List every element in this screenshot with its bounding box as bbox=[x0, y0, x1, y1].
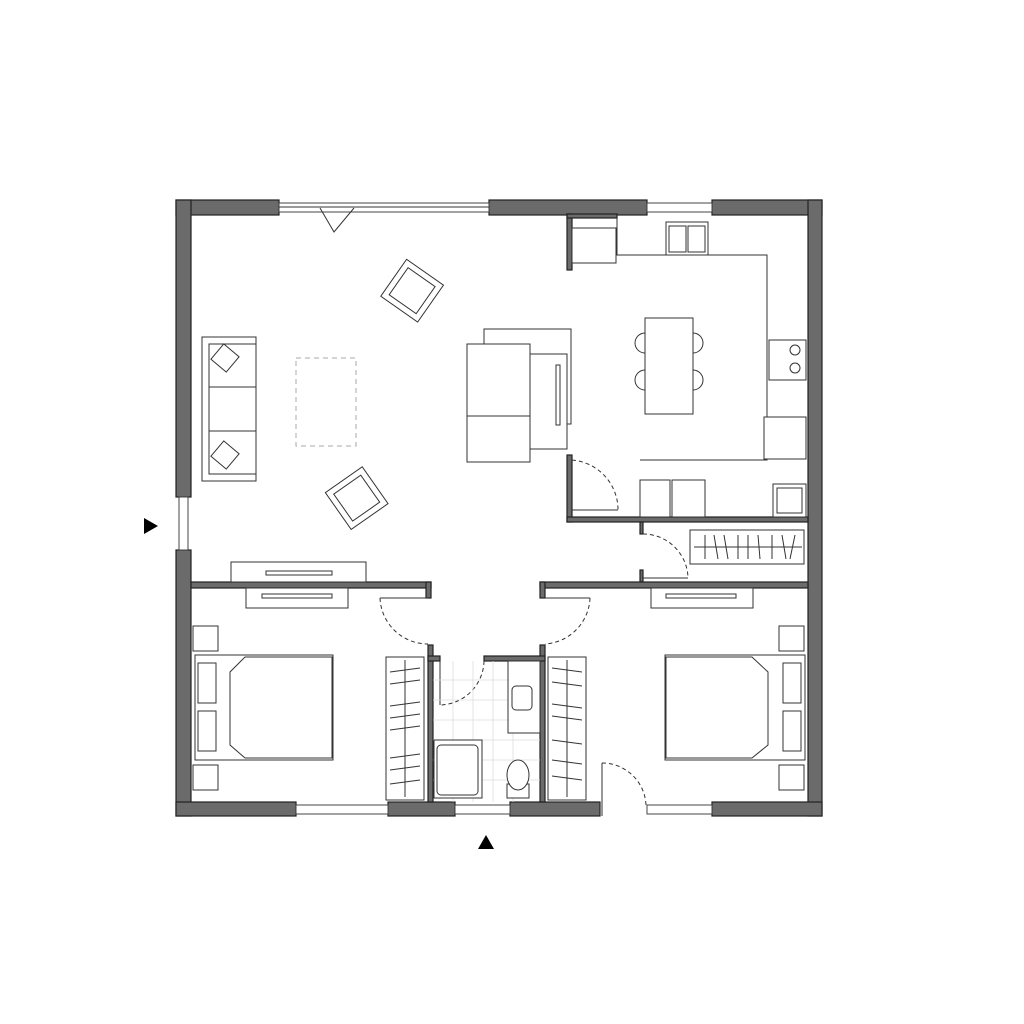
bathroom-sink bbox=[507, 660, 541, 734]
countertop bbox=[616, 218, 768, 461]
window-bottom-bath bbox=[454, 804, 511, 815]
fridge bbox=[763, 416, 807, 460]
arrow-up-icon bbox=[478, 835, 494, 849]
toilet bbox=[506, 759, 530, 799]
nightstand bbox=[778, 625, 805, 652]
bed bbox=[194, 654, 334, 761]
nightstand bbox=[192, 625, 219, 652]
bedroom-right-door-swing bbox=[544, 597, 591, 645]
rug bbox=[295, 357, 357, 447]
kitchen-door-swing bbox=[571, 459, 619, 511]
sofa bbox=[201, 336, 257, 482]
bed bbox=[664, 654, 806, 761]
window-top-kitchen bbox=[646, 202, 713, 213]
bedroom-left-furniture bbox=[192, 587, 425, 801]
armchair-top bbox=[380, 258, 445, 323]
kitchen-furniture bbox=[571, 218, 807, 518]
kitchen-island bbox=[466, 328, 572, 463]
wardrobe-hangers bbox=[389, 667, 583, 785]
door-swing-top bbox=[319, 207, 355, 233]
living-room-furniture bbox=[201, 258, 572, 583]
bedroom-left-door-swing bbox=[379, 597, 429, 645]
window-left bbox=[178, 496, 189, 551]
bathroom bbox=[433, 660, 541, 802]
interior-walls bbox=[190, 213, 809, 803]
windows bbox=[178, 202, 713, 815]
stove bbox=[768, 339, 807, 381]
window-bottom-bedroom-right bbox=[646, 804, 713, 815]
nightstand bbox=[778, 764, 805, 791]
dining-table bbox=[634, 317, 704, 415]
armchair-bottom bbox=[324, 466, 389, 531]
shower bbox=[433, 739, 483, 799]
pantry-cabinet bbox=[571, 227, 617, 264]
doors bbox=[379, 459, 689, 816]
kitchen-sink bbox=[665, 221, 709, 256]
hall-closet bbox=[689, 529, 805, 565]
utility-sink bbox=[671, 479, 706, 518]
bath-door-swing bbox=[439, 660, 485, 706]
window-bottom-bedroom-left bbox=[295, 804, 389, 815]
entrance-door-swing bbox=[601, 762, 647, 806]
nightstand bbox=[192, 764, 219, 791]
arrow-right-icon bbox=[144, 518, 158, 534]
closet-door-swing bbox=[642, 533, 689, 579]
bedroom-right-furniture bbox=[547, 587, 806, 801]
tv-console bbox=[230, 561, 367, 583]
dishwasher bbox=[639, 479, 671, 518]
wardrobe bbox=[547, 656, 587, 801]
